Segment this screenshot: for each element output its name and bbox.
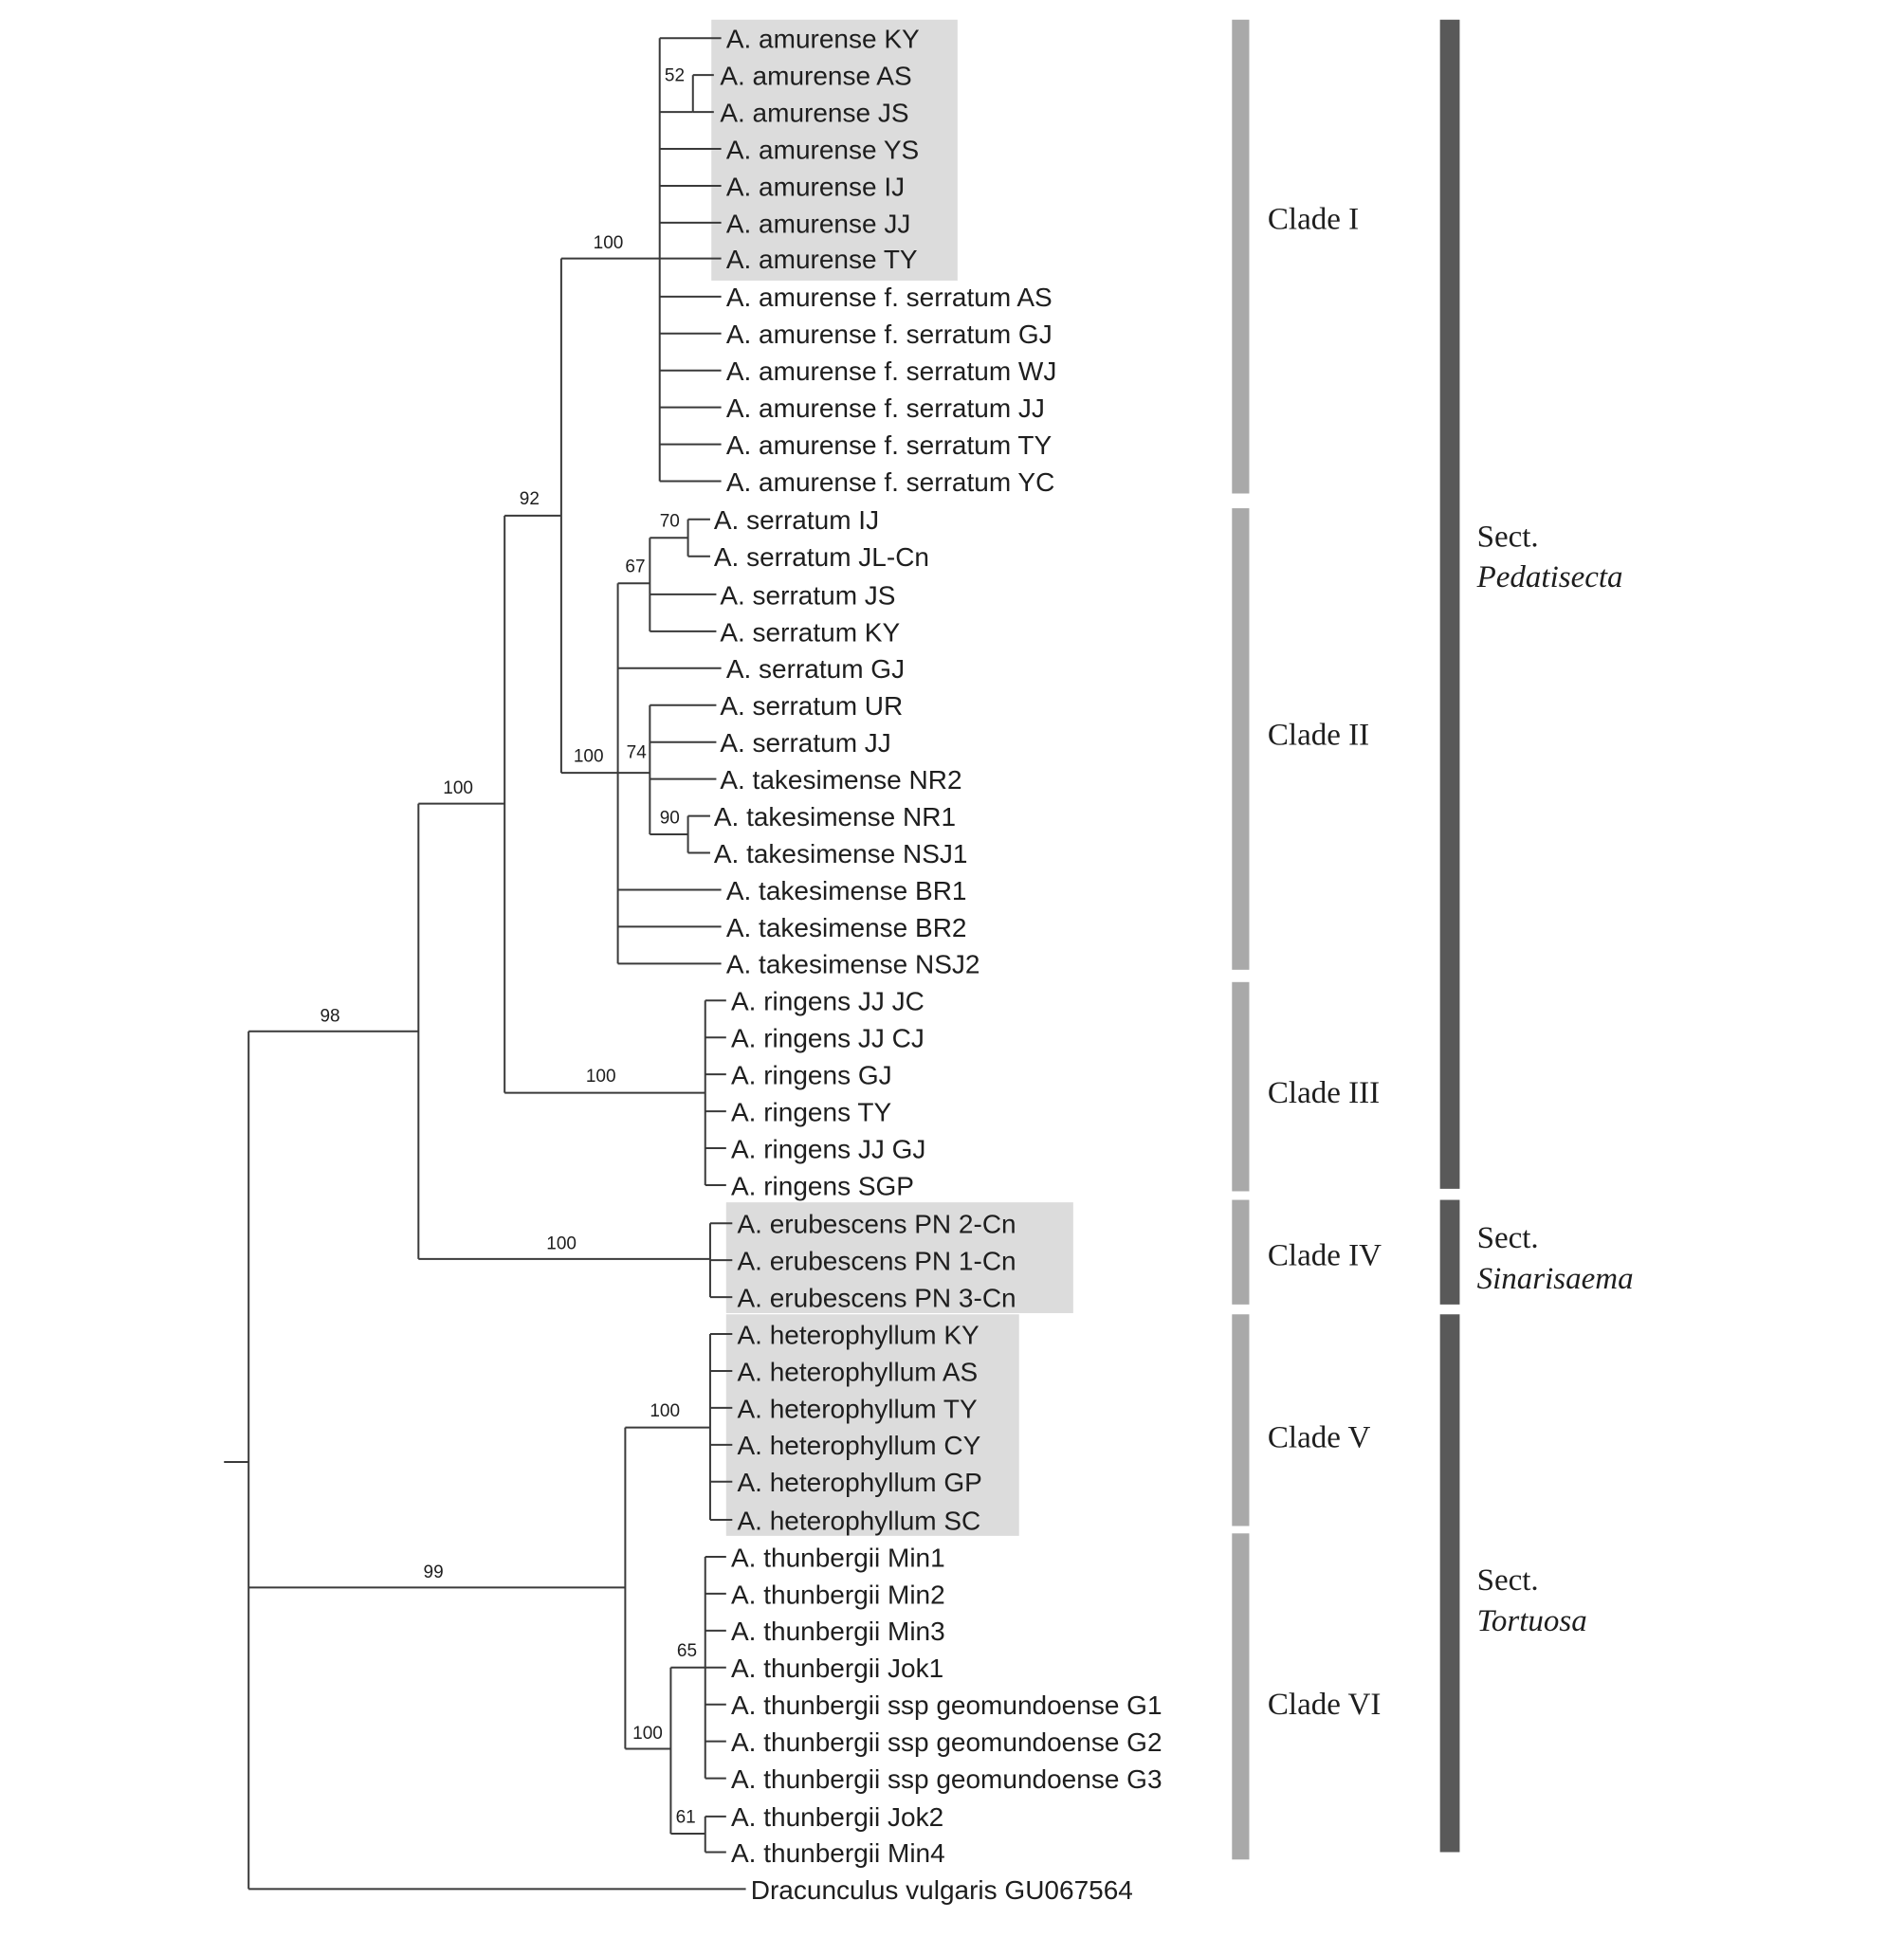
taxon-label: A. amurense KY bbox=[726, 25, 920, 54]
taxon-label: A. takesimense NSJ2 bbox=[726, 950, 980, 979]
taxon-label: A. amurense JJ bbox=[726, 209, 911, 238]
clade-bar-3 bbox=[1232, 981, 1250, 1192]
bootstrap-value: 100 bbox=[443, 778, 473, 798]
clade-label: Clade I bbox=[1268, 202, 1359, 236]
taxon-label: A. serratum JS bbox=[720, 580, 895, 610]
bootstrap-value: 100 bbox=[650, 1401, 680, 1421]
bootstrap-value: 65 bbox=[677, 1641, 697, 1661]
taxon-label: A. amurense f. serratum GJ bbox=[726, 320, 1053, 349]
taxon-label: A. erubescens PN 3-Cn bbox=[737, 1283, 1016, 1312]
section-name: Tortuosa bbox=[1477, 1604, 1587, 1638]
taxon-label: A. amurense YS bbox=[726, 135, 919, 164]
clade-bar-5 bbox=[1232, 1314, 1250, 1526]
section-bar-1 bbox=[1439, 19, 1460, 1189]
taxon-label: A. ringens SGP bbox=[731, 1171, 914, 1200]
section-prefix: Sect. bbox=[1477, 1563, 1539, 1598]
clade-bar-1 bbox=[1232, 19, 1250, 494]
taxon-label: A. heterophyllum SC bbox=[737, 1506, 980, 1535]
clade-bar-2 bbox=[1232, 508, 1250, 970]
bootstrap-value: 90 bbox=[660, 808, 680, 828]
bootstrap-value: 61 bbox=[676, 1807, 696, 1827]
clade-bar-6 bbox=[1232, 1533, 1250, 1860]
taxon-label: A. takesimense NSJ1 bbox=[714, 839, 968, 868]
taxon-label: A. amurense f. serratum YC bbox=[726, 467, 1054, 497]
taxon-label: A. heterophyllum GP bbox=[737, 1468, 981, 1497]
taxon-label: A. thunbergii ssp geomundoense G3 bbox=[731, 1764, 1163, 1794]
clade-bar-4 bbox=[1232, 1199, 1250, 1305]
taxon-label: A. thunbergii Min1 bbox=[731, 1543, 945, 1572]
section-bar-3 bbox=[1439, 1314, 1460, 1853]
bootstrap-value: 52 bbox=[665, 66, 685, 86]
bootstrap-value: 100 bbox=[574, 746, 604, 766]
highlight-box-erubescens bbox=[725, 1202, 1073, 1313]
taxon-label: A. ringens GJ bbox=[731, 1061, 892, 1090]
taxon-label: A. amurense f. serratum WJ bbox=[726, 356, 1057, 386]
taxon-label: A. erubescens PN 1-Cn bbox=[737, 1247, 1016, 1276]
taxon-label: A. ringens TY bbox=[731, 1097, 891, 1126]
clade-label: Clade V bbox=[1268, 1420, 1371, 1454]
taxon-label: A. takesimense BR2 bbox=[726, 913, 967, 942]
taxon-label: A. thunbergii ssp geomundoense G1 bbox=[731, 1690, 1163, 1720]
taxon-label: A. serratum JL-Cn bbox=[714, 542, 929, 572]
bootstrap-value: 74 bbox=[627, 743, 648, 763]
clade-label: Clade VI bbox=[1268, 1688, 1381, 1722]
taxon-label: A. heterophyllum KY bbox=[737, 1320, 979, 1349]
highlight-box-heterophyllum bbox=[725, 1314, 1019, 1536]
section-prefix: Sect. bbox=[1477, 1221, 1539, 1255]
taxon-label: A. thunbergii Min2 bbox=[731, 1580, 945, 1609]
bootstrap-value: 92 bbox=[520, 489, 540, 509]
bootstrap-value: 100 bbox=[586, 1067, 616, 1087]
taxon-label: A. heterophyllum AS bbox=[737, 1357, 978, 1386]
taxon-label: A. takesimense NR1 bbox=[714, 802, 956, 831]
bootstrap-value: 98 bbox=[320, 1006, 339, 1026]
taxon-label: A. thunbergii ssp geomundoense G2 bbox=[731, 1727, 1163, 1757]
taxon-label: A. erubescens PN 2-Cn bbox=[737, 1210, 1016, 1239]
taxon-label: A. serratum KY bbox=[720, 617, 900, 647]
taxon-label: A. amurense IJ bbox=[726, 172, 905, 201]
taxon-label: A. serratum IJ bbox=[714, 505, 879, 535]
section-prefix: Sect. bbox=[1477, 520, 1539, 554]
bootstrap-value: 99 bbox=[424, 1562, 444, 1582]
taxon-label: Dracunculus vulgaris GU067564 bbox=[751, 1875, 1133, 1905]
taxon-label: A. amurense f. serratum TY bbox=[726, 430, 1053, 460]
highlight-box-amurense bbox=[711, 19, 958, 281]
clade-label: Clade II bbox=[1268, 718, 1369, 752]
taxon-label: A. thunbergii Jok2 bbox=[731, 1802, 943, 1832]
taxon-label: A. amurense TY bbox=[726, 245, 918, 274]
taxon-label: A. thunbergii Jok1 bbox=[731, 1654, 943, 1683]
bootstrap-value: 100 bbox=[632, 1724, 663, 1744]
section-name: Pedatisecta bbox=[1476, 560, 1623, 594]
taxon-label: A. ringens JJ CJ bbox=[731, 1024, 925, 1053]
taxon-label: A. serratum GJ bbox=[726, 654, 905, 684]
taxon-label: A. thunbergii Min3 bbox=[731, 1617, 945, 1646]
taxon-label: A. takesimense BR1 bbox=[726, 876, 967, 905]
taxon-label: A. takesimense NR2 bbox=[720, 765, 961, 795]
bootstrap-value: 70 bbox=[660, 512, 680, 532]
taxon-label: A. amurense f. serratum JJ bbox=[726, 393, 1045, 423]
taxon-label: A. amurense f. serratum AS bbox=[726, 283, 1053, 312]
section-bar-2 bbox=[1439, 1199, 1460, 1305]
bootstrap-value: 67 bbox=[625, 557, 645, 577]
taxon-label: A. heterophyllum TY bbox=[737, 1394, 977, 1423]
taxon-label: A. serratum JJ bbox=[720, 728, 890, 758]
bootstrap-value: 100 bbox=[594, 233, 624, 253]
bootstrap-value: 100 bbox=[546, 1233, 577, 1253]
taxon-label: A. amurense JS bbox=[720, 99, 908, 128]
taxon-label: A. ringens JJ JC bbox=[731, 987, 925, 1016]
taxon-label: A. serratum UR bbox=[720, 691, 903, 721]
taxon-label: A. ringens JJ GJ bbox=[731, 1134, 925, 1163]
section-name: Sinarisaema bbox=[1477, 1262, 1634, 1296]
taxon-label: A. heterophyllum CY bbox=[737, 1431, 980, 1460]
taxon-label: A. thunbergii Min4 bbox=[731, 1838, 945, 1868]
clade-label: Clade IV bbox=[1268, 1238, 1382, 1272]
tree-content: A. amurense KY A. amurense AS A. amurense … bbox=[224, 19, 1634, 1905]
clade-label: Clade III bbox=[1268, 1076, 1380, 1110]
taxon-label: A. amurense AS bbox=[720, 62, 911, 91]
